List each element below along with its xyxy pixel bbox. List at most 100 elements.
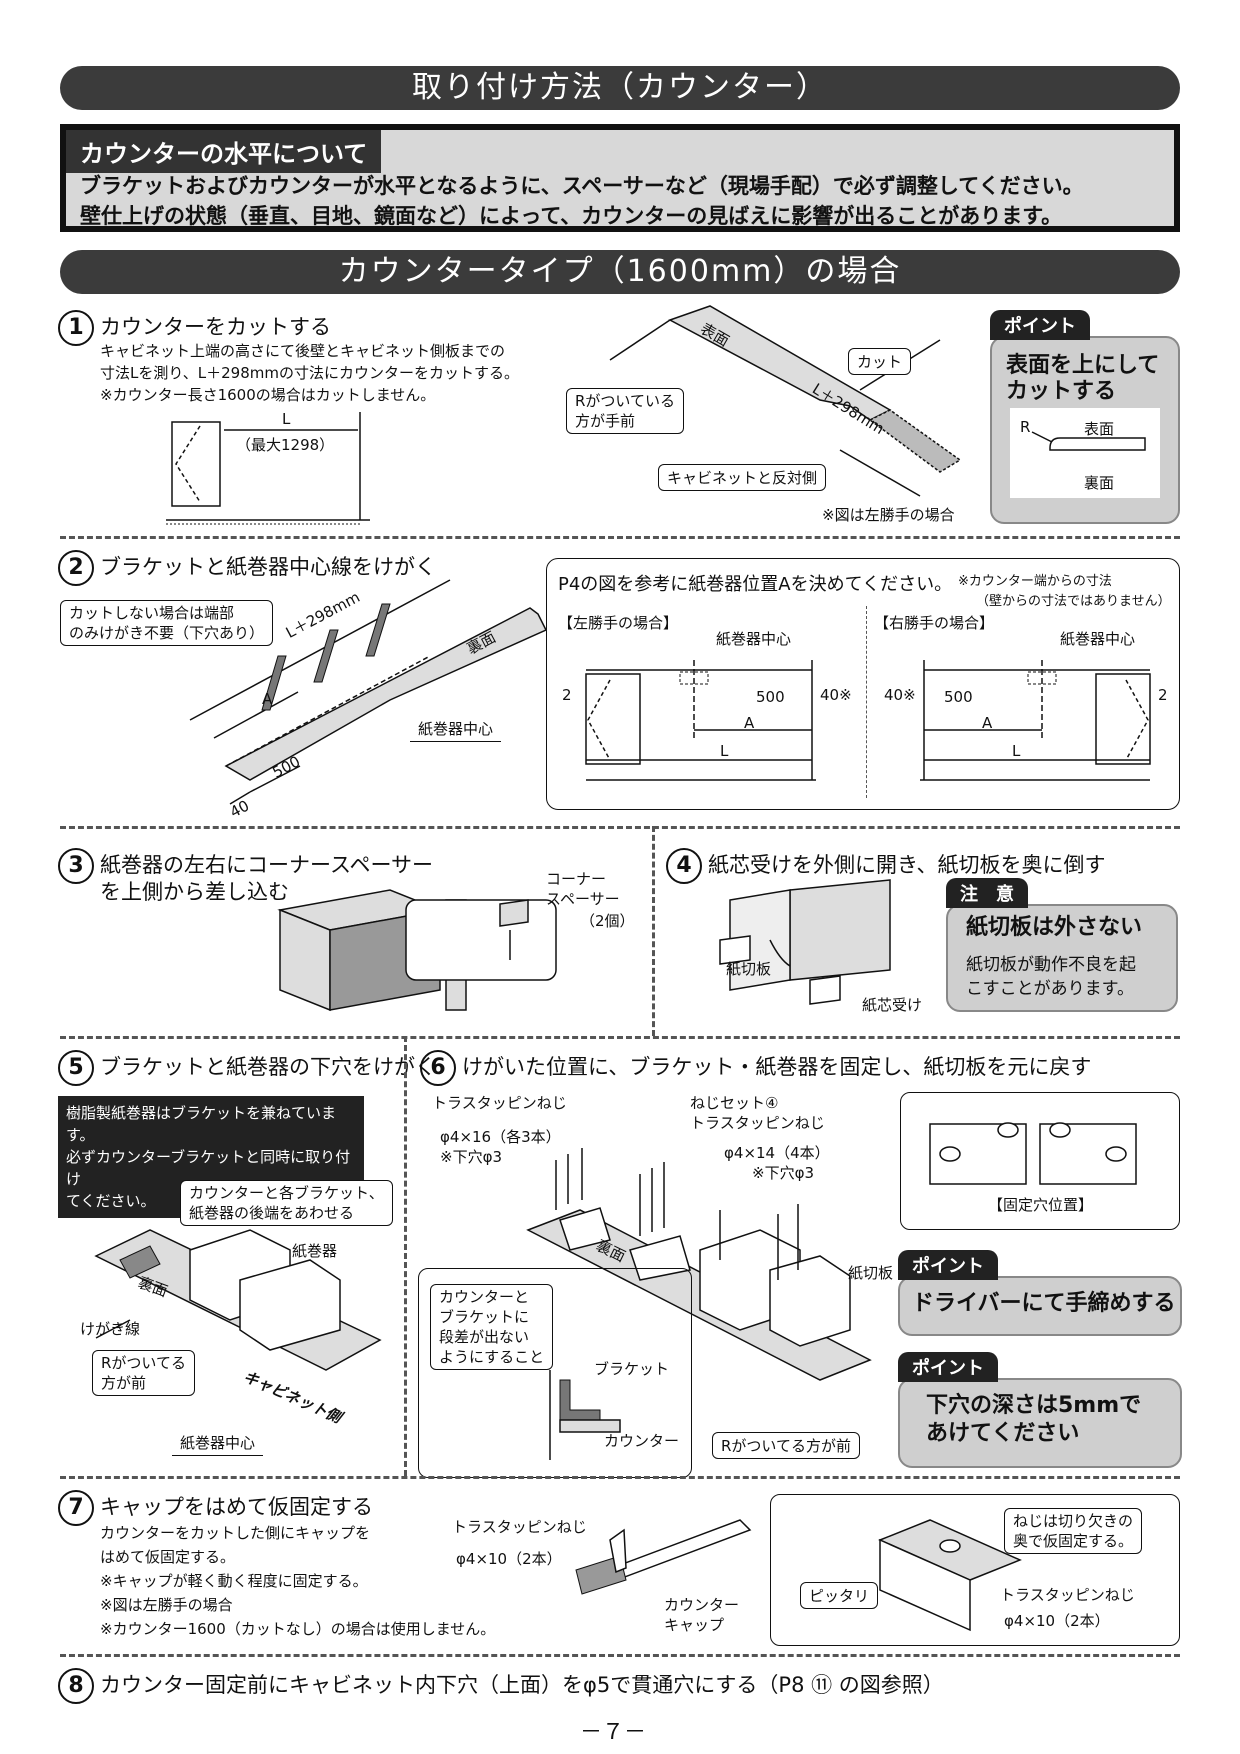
section-title: カウンタータイプ（1600mm）の場合 xyxy=(60,250,1180,294)
step7-desc-1: カウンターをカットした側にキャップを xyxy=(100,1524,371,1542)
step6-point2-text-2: あけてください xyxy=(926,1421,1080,1446)
step6-screw2-set: ねじセット④ xyxy=(690,1094,779,1112)
step3-number: 3 xyxy=(58,848,94,884)
step1-desc-1: キャビネット上端の高さにて後壁とキャビネット側板までの xyxy=(100,342,506,360)
step4-diagram xyxy=(719,879,891,1005)
step1-opposite-label: キャビネットと反対側 xyxy=(658,464,827,491)
divider-vertical-5-6 xyxy=(404,1036,407,1476)
step5-align-line-1: カウンターと各ブラケット、 xyxy=(189,1184,384,1202)
step6-screw1-hole: ※下穴φ3 xyxy=(440,1148,503,1166)
step7-desc-4: ※図は左勝手の場合 xyxy=(100,1596,233,1614)
step5-warning-line-1: 樹脂製紙巻器はブラケットを兼ねています。 xyxy=(66,1104,337,1144)
step1-title-text: カウンターをカットする xyxy=(100,315,331,339)
step1-cut-label: カット xyxy=(848,348,912,375)
step6-nostep-line-4: ようにすること xyxy=(439,1348,545,1366)
step7-desc-2: はめて仮固定する。 xyxy=(100,1548,236,1566)
step1-counter-cut-diagram xyxy=(609,305,962,497)
step4-caution-body-1: 紙切板が動作不良を起 xyxy=(966,955,1136,975)
step2-right-case: 【右勝手の場合】 xyxy=(874,614,995,632)
step3-title-2: を上側から差し込む xyxy=(100,880,289,904)
step2-left-d40: 40※ xyxy=(820,686,852,704)
step5-align-line-2: 紙巻器の後端をあわせる xyxy=(189,1204,355,1222)
step2-ref-note-2: （壁からの寸法ではありません） xyxy=(976,594,1171,609)
step2-right-center: 紙巻器中心 xyxy=(1060,630,1136,648)
step7-screw-spec: φ4×10（2本） xyxy=(456,1550,562,1568)
step4-caution-head: 紙切板は外さない xyxy=(966,915,1143,940)
step6-fixed-holes-panel xyxy=(900,1092,1180,1230)
step1-point-text-2: カットする xyxy=(1006,379,1117,404)
step7-desc-5: ※カウンター1600（カットなし）の場合は使用しません。 xyxy=(100,1620,496,1638)
step2-right-d500: 500 xyxy=(944,688,973,706)
step6-point2-text-1: 下穴の深さは5mmで xyxy=(926,1393,1142,1418)
divider-5 xyxy=(60,1654,1180,1657)
step1-pt-ura: 裏面 xyxy=(1084,474,1115,492)
page-title: 取り付け方法（カウンター） xyxy=(60,66,1180,110)
step7-title-text: キャップをはめて仮固定する xyxy=(100,1495,373,1519)
step2-nocut-line-1: カットしない場合は端部 xyxy=(69,604,235,622)
step2-right-dL: L xyxy=(1012,742,1021,760)
step3-spacer-3: （2個） xyxy=(580,912,635,930)
step6-number: 6 xyxy=(420,1050,456,1086)
step6-nostep-line-1: カウンターと xyxy=(439,1288,530,1306)
step5-rfront-line-1: Rがついてる xyxy=(101,1354,186,1372)
step1-point-illustration xyxy=(1010,408,1160,498)
step6-assembly-diagram xyxy=(526,1148,872,1381)
step2-nocut-line-2: のみけがき不要（下穴あり） xyxy=(69,624,265,642)
step7-cap-label-1: カウンター xyxy=(664,1596,740,1614)
step2-left-dA: A xyxy=(744,714,755,732)
step6-point1-text: ドライバーにて手締めする xyxy=(912,1291,1176,1316)
step7-screw-spec-2: φ4×10（2本） xyxy=(1004,1612,1110,1630)
step4-number: 4 xyxy=(666,848,702,884)
step6-title-text: けがいた位置に、ブラケット・紙巻器を固定し、紙切板を元に戻す xyxy=(462,1055,1092,1079)
step2-marking-diagram xyxy=(189,579,548,805)
step2-right-case-diagram xyxy=(920,660,1151,781)
step5-warning-line-2: 必ずカウンターブラケットと同時に取り付け xyxy=(66,1148,351,1188)
step4-caution-tag: 注 意 xyxy=(946,878,1028,908)
step7-cap-diagram xyxy=(575,1519,752,1595)
step4-kamikiri-label: 紙切板 xyxy=(726,960,772,978)
divider-vertical-3-4 xyxy=(652,826,655,1036)
step5-align-note: カウンターと各ブラケット、 紙巻器の後端をあわせる xyxy=(180,1180,393,1226)
step7-cap-label-2: キャップ xyxy=(664,1616,725,1634)
step2-left-d2: 2 xyxy=(562,686,572,704)
step2-right-dA: A xyxy=(982,714,993,732)
step6-nostep-line-2: ブラケットに xyxy=(439,1308,530,1326)
step5-title-text: ブラケットと紙巻器の下穴をけがく xyxy=(100,1055,436,1079)
step2-left-center: 紙巻器中心 xyxy=(716,630,792,648)
step6-nostep-line-3: 段差が出ない xyxy=(439,1328,530,1346)
step2-nocut-note: カットしない場合は端部 のみけがき不要（下穴あり） xyxy=(60,600,274,646)
step6-kamikiri-label: 紙切板 xyxy=(848,1264,894,1282)
step1-pt-r: R xyxy=(1020,418,1031,436)
step3-paper-holder-diagram xyxy=(277,889,557,1012)
step7-detail-panel xyxy=(770,1494,1180,1646)
step1-desc-2: 寸法Lを測り、L＋298mmの寸法にカウンターをカットする。 xyxy=(100,364,519,382)
notice-line-2: 壁仕上げの状態（垂直、目地、鏡面など）によって、カウンターの見ばえに影響が出るこ… xyxy=(80,204,1063,228)
step7-screw-name-2: トラスタッピンねじ xyxy=(1000,1586,1135,1604)
step2-left-dL: L xyxy=(720,742,729,760)
step1-point-text-1: 表面を上にして xyxy=(1006,353,1160,378)
step6-rfront-label: Rがついてる方が前 xyxy=(712,1432,860,1459)
step2-title-text: ブラケットと紙巻器中心線をけがく xyxy=(100,555,436,579)
step5-diagram xyxy=(94,1229,382,1371)
step6-fixed-holes-diagram xyxy=(929,1122,1137,1185)
step2-left-d500: 500 xyxy=(756,688,785,706)
step7-screw-name: トラスタッピンねじ xyxy=(452,1518,587,1536)
step2-dim-A: A xyxy=(262,690,273,708)
step5-rfront-note: Rがついてる 方が前 xyxy=(92,1350,195,1396)
step2-right-d2: 2 xyxy=(1158,686,1168,704)
step2-left-case: 【左勝手の場合】 xyxy=(558,614,679,632)
step2-number: 2 xyxy=(58,550,94,586)
step2-left-case-diagram xyxy=(585,660,816,781)
page-number: －７－ xyxy=(580,1720,647,1745)
step5-kamimaki-label: 紙巻器 xyxy=(292,1242,338,1260)
step6-point2-box xyxy=(898,1378,1182,1468)
step2-right-d40: 40※ xyxy=(884,686,916,704)
step6-point2-tag: ポイント xyxy=(898,1352,998,1382)
